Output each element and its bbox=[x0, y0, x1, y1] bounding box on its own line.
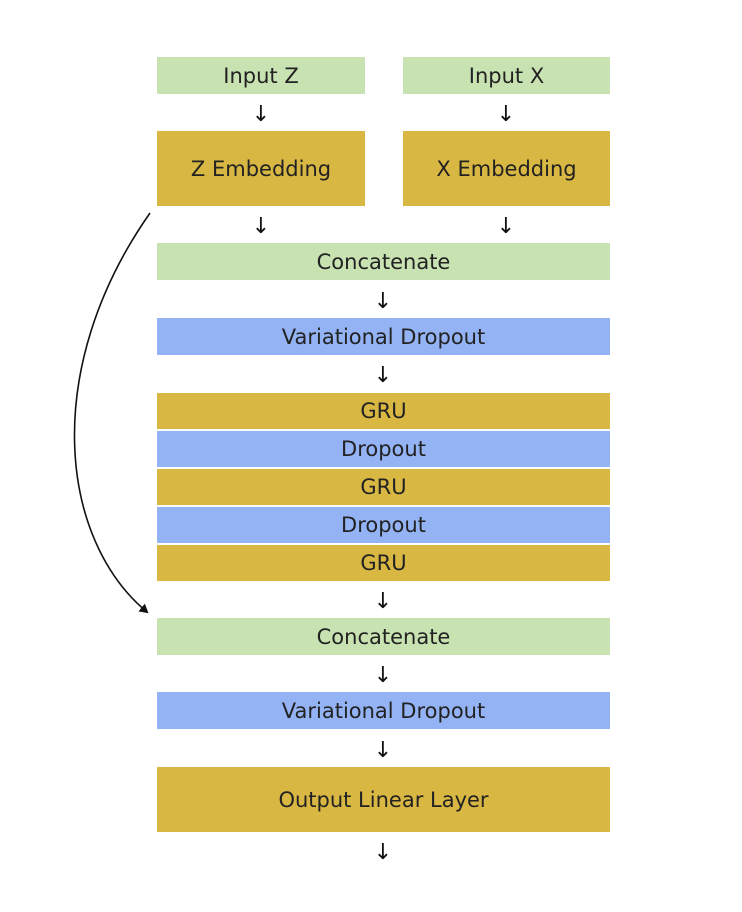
z-embedding-node: Z Embedding bbox=[157, 131, 365, 206]
arrow-down-icon: ↓ bbox=[373, 738, 393, 763]
gru-node-3: GRU bbox=[157, 545, 610, 581]
dropout-node-1: Dropout bbox=[157, 431, 610, 467]
arrow-down-icon: ↓ bbox=[373, 589, 393, 614]
arrow-down-icon: ↓ bbox=[373, 289, 393, 314]
x-embedding-node: X Embedding bbox=[403, 131, 610, 206]
arrow-down-icon: ↓ bbox=[251, 214, 271, 239]
gru-node-2: GRU bbox=[157, 469, 610, 505]
variational-dropout-node-2: Variational Dropout bbox=[157, 692, 610, 729]
arrow-down-icon: ↓ bbox=[496, 102, 516, 127]
concatenate-node-2: Concatenate bbox=[157, 618, 610, 655]
concatenate-node-1: Concatenate bbox=[157, 243, 610, 280]
variational-dropout-node-1: Variational Dropout bbox=[157, 318, 610, 355]
arrow-down-icon: ↓ bbox=[496, 214, 516, 239]
arrow-down-icon: ↓ bbox=[373, 363, 393, 388]
dropout-node-2: Dropout bbox=[157, 507, 610, 543]
input-z-node: Input Z bbox=[157, 57, 365, 94]
arrow-down-icon: ↓ bbox=[373, 840, 393, 865]
output-linear-layer-node: Output Linear Layer bbox=[157, 767, 610, 832]
arrow-down-icon: ↓ bbox=[373, 663, 393, 688]
gru-node-1: GRU bbox=[157, 393, 610, 429]
arrow-down-icon: ↓ bbox=[251, 102, 271, 127]
input-x-node: Input X bbox=[403, 57, 610, 94]
